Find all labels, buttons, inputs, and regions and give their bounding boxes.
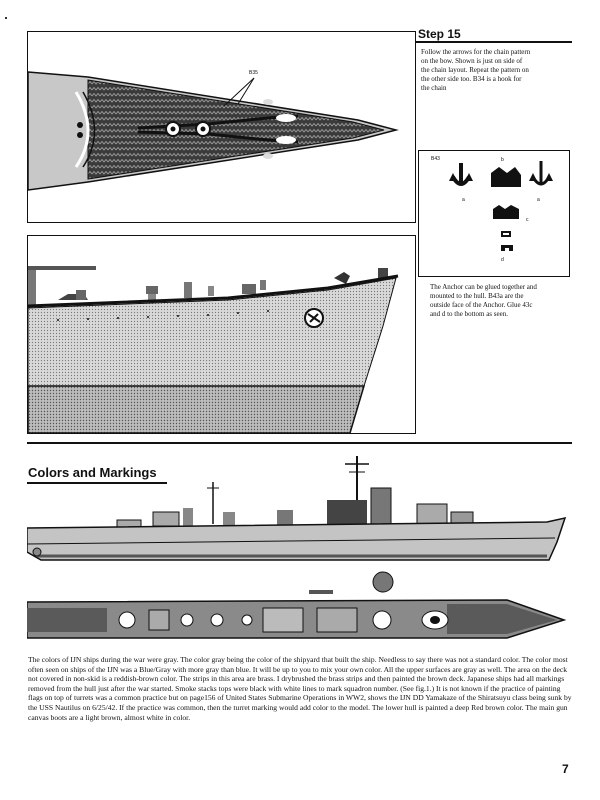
anchor-letter-c: c [526, 217, 529, 223]
anchor-parts-panel: B43 b a a c d [418, 150, 570, 277]
colors-body-text: The colors of IJN ships during the war w… [28, 655, 572, 722]
colors-section-title: Colors and Markings [28, 465, 157, 480]
anchor-assembly-text: The Anchor can be glued together and mou… [430, 283, 537, 318]
bow-deck-drawing [28, 71, 399, 191]
anchor-part-label: B43 [431, 156, 440, 162]
anchor-letter-d: d [501, 257, 504, 263]
scan-speck [5, 17, 7, 19]
page-number: 7 [562, 762, 569, 776]
bow-side-drawing [28, 266, 399, 433]
anchor-letter-a-left: a [462, 197, 465, 203]
step-title-rule [416, 41, 572, 43]
section-divider [27, 442, 572, 444]
bow-deck-view-panel: B35 [27, 31, 416, 223]
anchor-letter-a-right: a [537, 197, 540, 203]
colors-title-rule [27, 482, 167, 484]
b35-callout-label: B35 [249, 70, 258, 76]
anchor-letter-b: b [501, 157, 504, 163]
ship-profile-drawing [27, 456, 567, 561]
step-title: Step 15 [418, 27, 461, 41]
bow-side-view-panel [27, 235, 416, 434]
step-instructions: Follow the arrows for the chain pattern … [421, 48, 531, 92]
ship-top-view-drawing [27, 571, 567, 639]
anchor-parts-drawing [449, 161, 553, 251]
